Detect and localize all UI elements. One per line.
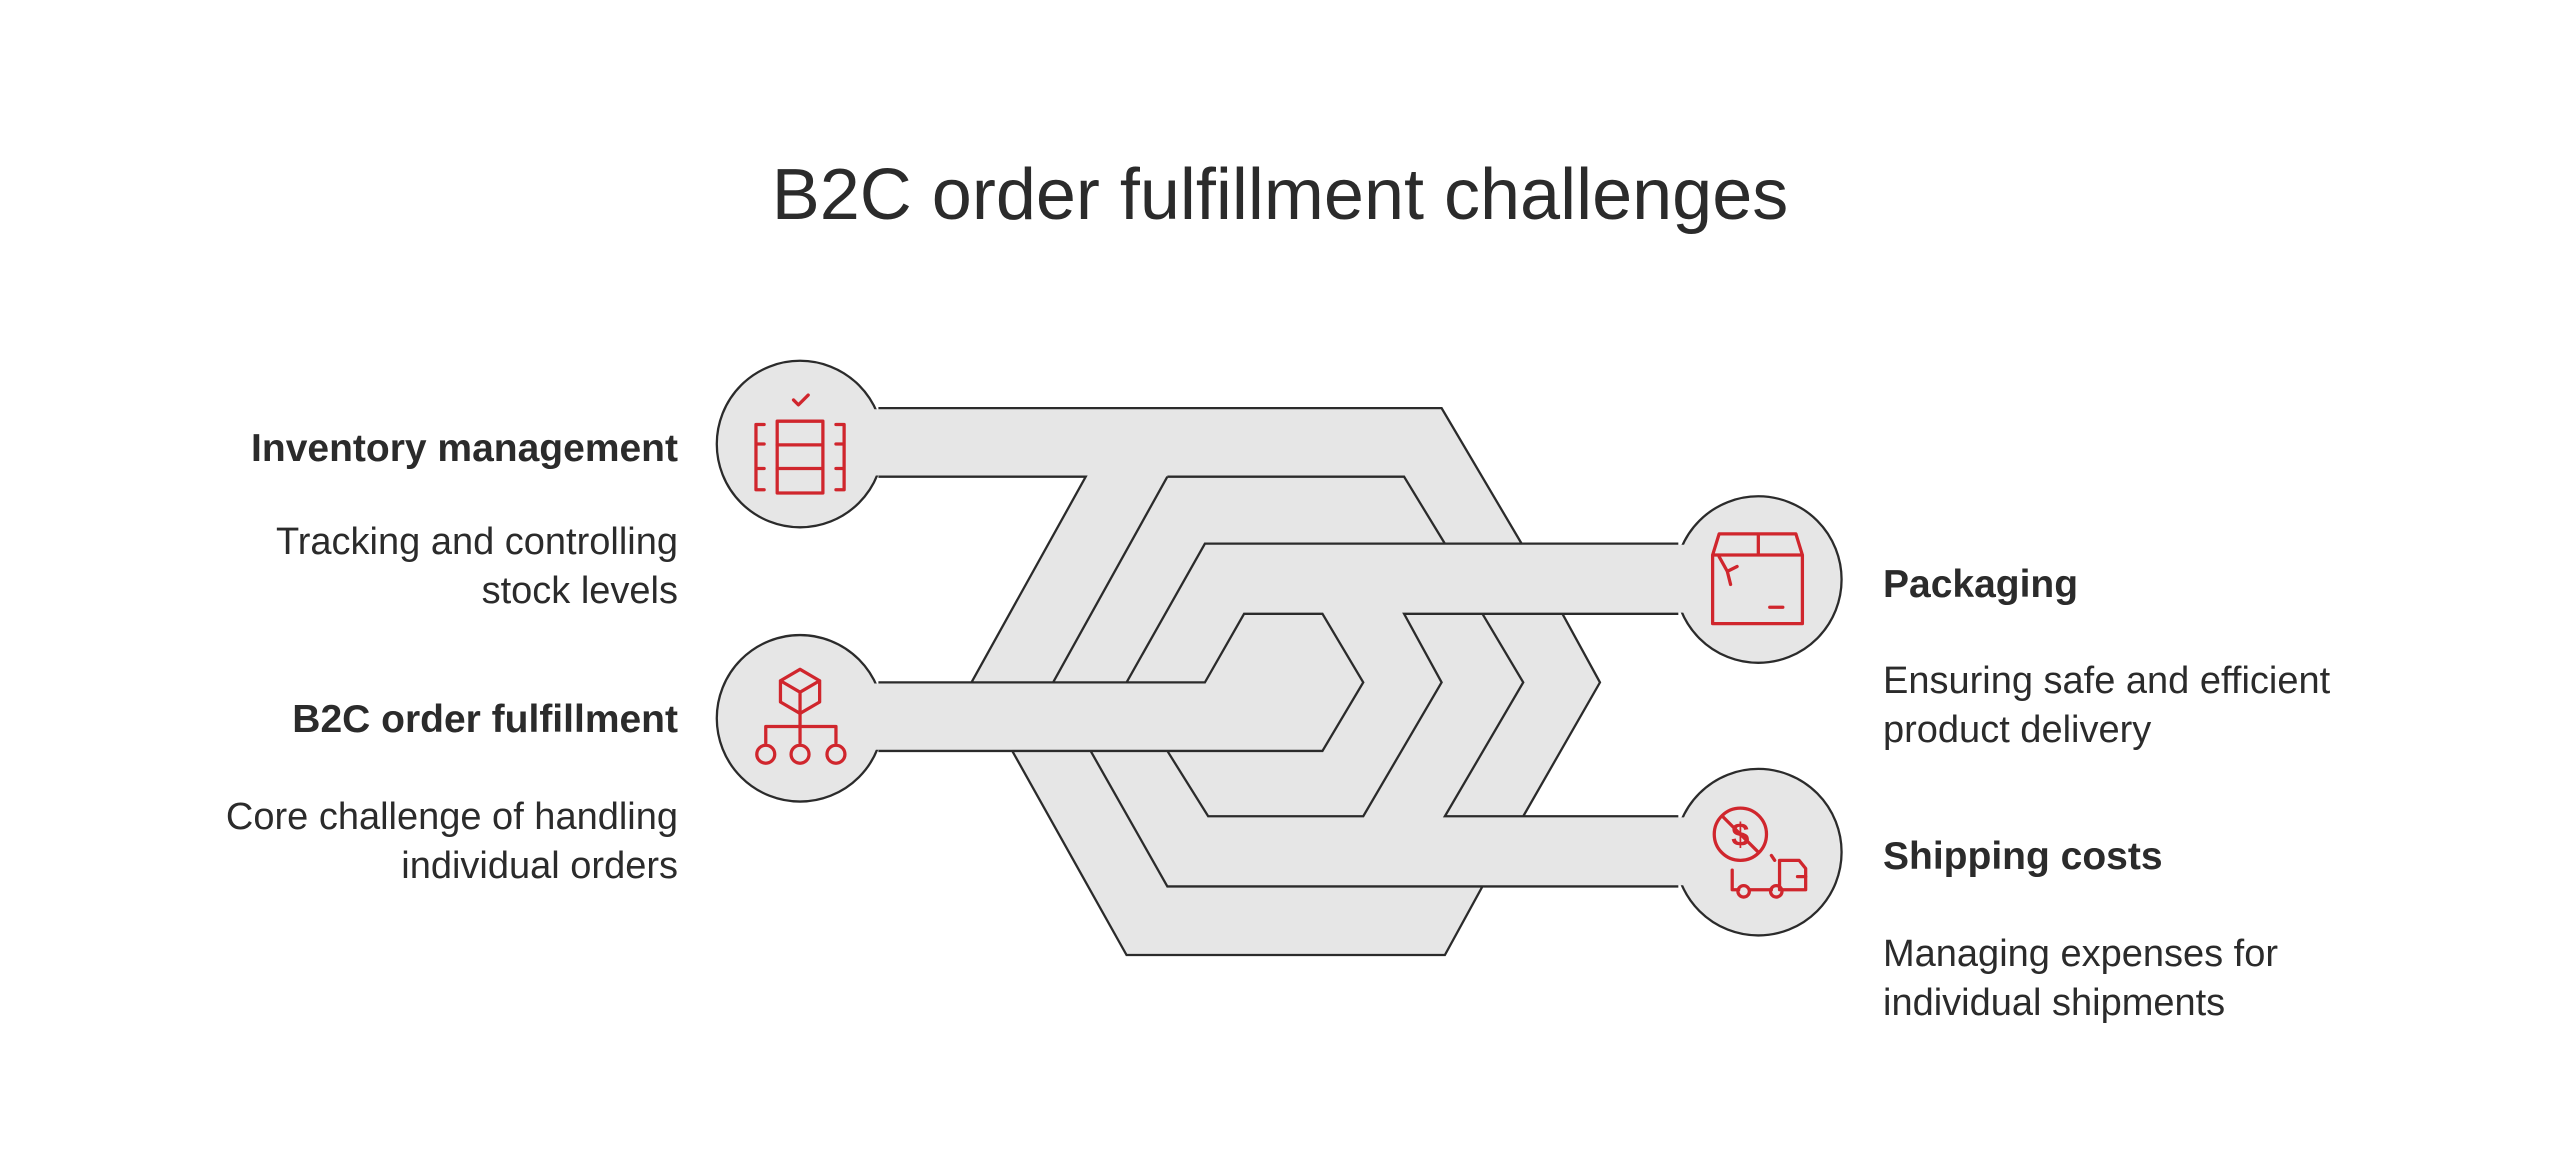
- node-heading-b2c: B2C order fulfillment: [292, 698, 678, 741]
- node-heading-packaging: Packaging: [1883, 563, 2079, 606]
- node-desc-b2c-line2: individual orders: [401, 845, 678, 887]
- band-fill: [862, 409, 1692, 956]
- node-desc-shipping-line2: individual shipments: [1883, 982, 2226, 1024]
- node-desc-b2c-line1: Core challenge of handling: [225, 796, 678, 838]
- node-heading-inventory: Inventory management: [251, 427, 678, 470]
- inventory-shelf-icon: [754, 393, 846, 495]
- node-desc-packaging-line1: Ensuring safe and efficient: [1883, 660, 2331, 702]
- node-desc-inventory-line2: stock levels: [481, 570, 678, 612]
- shipping-cost-truck-icon: $: [1712, 806, 1808, 899]
- svg-text:$: $: [1731, 816, 1749, 853]
- box-distribution-icon: [755, 667, 847, 765]
- page-title: B2C order fulfillment challenges: [771, 155, 1789, 235]
- package-icon: [1710, 532, 1805, 626]
- node-heading-shipping: Shipping costs: [1883, 835, 2163, 878]
- node-desc-inventory-line1: Tracking and controlling: [275, 521, 678, 563]
- node-desc-shipping-line1: Managing expenses for: [1883, 933, 2279, 975]
- node-circle-packaging: [1673, 495, 1843, 664]
- node-desc-packaging-line2: product delivery: [1883, 709, 2152, 751]
- band-outlines: [878, 406, 1679, 957]
